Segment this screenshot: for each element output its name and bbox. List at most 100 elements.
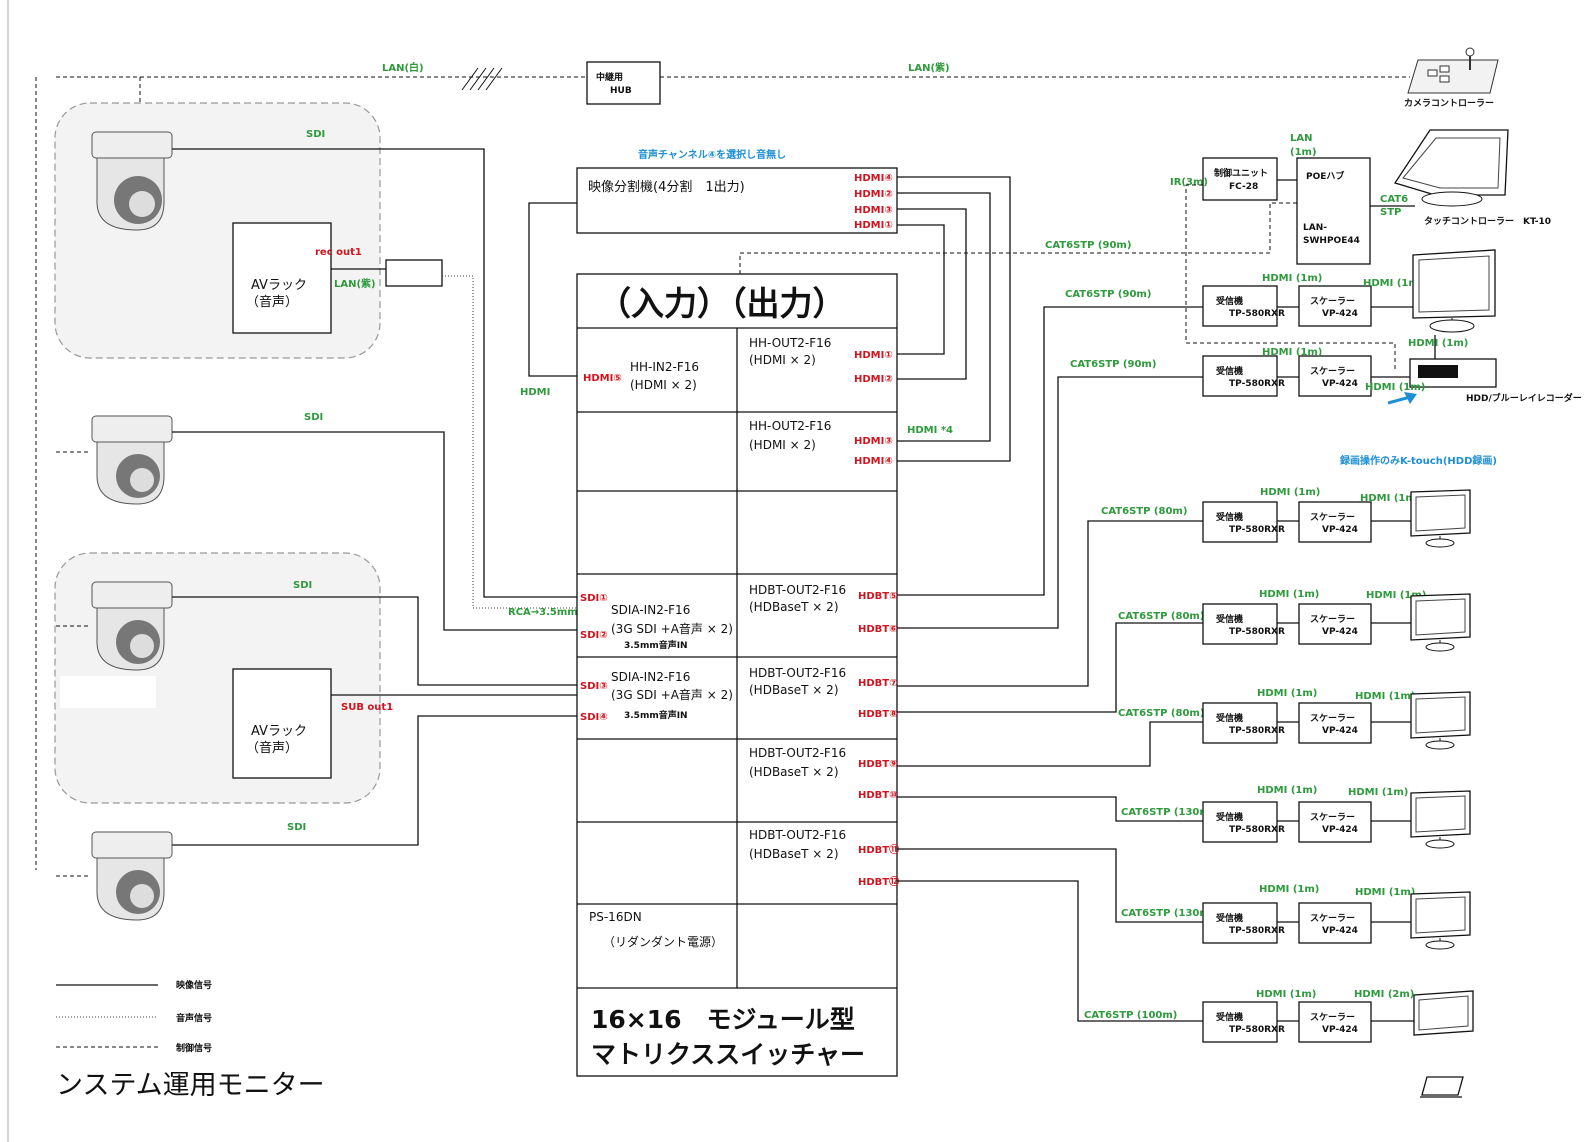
device-icon <box>1420 1076 1464 1098</box>
sdia2-sub: (3G SDI +A音声 × 2) <box>611 687 733 702</box>
hdd-label: HDD/ブルーレイレコーダー <box>1466 392 1582 404</box>
sdia2-port-2: SDI④ <box>580 712 608 723</box>
camera-wiring: SDI SDI SDI SDI rec out1 LAN(紫) RCA→3.5m… <box>172 129 578 846</box>
av-rack-2 <box>232 668 332 779</box>
footer-title: ンステム運用モニター <box>56 1070 325 1101</box>
receiver-label: 受信機 <box>1216 511 1243 523</box>
av-rack-1 <box>232 222 332 334</box>
cable-label: CAT6STP (80m) <box>1118 611 1204 622</box>
sdia1-port-1: SDI① <box>580 593 608 604</box>
hdbt-port-10: HDBT⑩ <box>858 790 898 801</box>
sdia2-name: SDIA-IN2-F16 <box>611 670 690 684</box>
hdbt2-name: HDBT-OUT2-F16 <box>749 666 846 680</box>
lan-white-label: LAN(白) <box>382 61 424 74</box>
hdbt3-name: HDBT-OUT2-F16 <box>749 746 846 760</box>
hdbt4-sub: (HDBaseT × 2) <box>749 847 839 861</box>
receiver-label: 受信機 <box>1216 613 1243 625</box>
cable-label: CAT6STP (80m) <box>1101 506 1187 517</box>
redaction-box <box>60 676 156 708</box>
splitter-port-2: HDMI② <box>854 189 893 200</box>
control-line-matrix <box>739 252 1200 274</box>
hdbt4-name: HDBT-OUT2-F16 <box>749 828 846 842</box>
sdia1-sub: (3G SDI +A音声 × 2) <box>611 621 733 636</box>
av-rack-1-label: AVラック <box>251 278 307 293</box>
receiver-chain-7: CAT6STP (130m) 受信機 TP-580RXR スケーラー VP-42… <box>897 848 1471 950</box>
hub-label-2: HUB <box>610 86 632 96</box>
lan-1m-label-2: (1m) <box>1290 147 1317 158</box>
matrix-switcher: （入力）（出力） HDMI⑤ HH-IN2-F16 (HDMI × 2) HH-… <box>576 273 899 1077</box>
hdbt1-name: HDBT-OUT2-F16 <box>749 583 846 597</box>
cable-label: CAT6STP (90m) <box>1065 289 1151 300</box>
lan-purple-rack-label: LAN(紫) <box>334 277 376 290</box>
hdmi-in-label: HDMI (1m) <box>1262 347 1322 358</box>
lan-network: LAN(白) LAN(紫) 中継用 HUB カメラコントローラー <box>35 47 1499 870</box>
legend-audio: 音声信号 <box>176 1012 212 1024</box>
cat6stp-control-label: CAT6STP (90m) <box>1045 240 1131 251</box>
scaler-model: VP-424 <box>1322 627 1358 637</box>
hdd-hdmi-label: HDMI (1m) <box>1408 338 1468 349</box>
receiver-label: 受信機 <box>1216 811 1243 823</box>
hdmi-in-label: HDMI (1m) <box>1256 989 1316 1000</box>
hh-out1-port-2: HDMI② <box>854 374 893 385</box>
ptz-camera-icon <box>91 131 173 231</box>
hdmi-in-label: HDMI (1m) <box>1257 688 1317 699</box>
hdbt1-sub: (HDBaseT × 2) <box>749 600 839 614</box>
lan-1m-label-1: LAN <box>1290 133 1312 144</box>
ptz-camera-icon <box>91 581 173 671</box>
hh-in-sub: (HDMI × 2) <box>630 378 697 392</box>
receiver-model: TP-580RXR <box>1229 379 1285 389</box>
hdmi-out-label: HDMI (1m) <box>1355 691 1415 702</box>
hdmi-x4-label: HDMI *4 <box>907 425 953 436</box>
legend-video: 映像信号 <box>176 979 212 991</box>
scaler-label: スケーラー <box>1310 812 1355 823</box>
hh-out2-name: HH-OUT2-F16 <box>749 419 831 433</box>
hdmi-in-label: HDMI (1m) <box>1262 273 1322 284</box>
hdmi-out-label: HDMI (1m) <box>1348 787 1408 798</box>
receiver-chain-8: CAT6STP (100m) 受信機 TP-580RXR スケーラー VP-42… <box>897 880 1474 1043</box>
hdmi-in-label: HDMI (1m) <box>1260 487 1320 498</box>
scaler-model: VP-424 <box>1322 379 1358 389</box>
hdmi-label: HDMI <box>520 387 550 398</box>
scaler-model: VP-424 <box>1322 525 1358 535</box>
hdbt2-sub: (HDBaseT × 2) <box>749 683 839 697</box>
scaler-label: スケーラー <box>1310 713 1355 724</box>
ptz-camera-icon <box>91 831 173 921</box>
scaler-model: VP-424 <box>1322 726 1358 736</box>
receiver-label: 受信機 <box>1216 712 1243 724</box>
control-unit-label-1: 制御ユニット <box>1214 167 1268 179</box>
sdia2-note: 3.5mm音声IN <box>624 709 688 721</box>
hh-in-name: HH-IN2-F16 <box>630 360 699 374</box>
hdmi-in-label: HDMI (1m) <box>1259 884 1319 895</box>
rca-label: RCA→3.5mm <box>508 607 578 618</box>
hdbt-port-6: HDBT⑥ <box>858 624 898 635</box>
scaler-model: VP-424 <box>1322 825 1358 835</box>
receiver-chain-3: CAT6STP (80m) 受信機 TP-580RXR スケーラー VP-424… <box>897 487 1471 687</box>
hub-label-1: 中継用 <box>596 71 623 83</box>
sdi-label-3: SDI <box>293 580 312 591</box>
receiver-model: TP-580RXR <box>1229 525 1285 535</box>
receiver-model: TP-580RXR <box>1229 825 1285 835</box>
scaler-model: VP-424 <box>1322 1025 1358 1035</box>
receiver-chain-2: CAT6STP (90m) 受信機 TP-580RXR スケーラー VP-424… <box>897 347 1425 629</box>
sdia2-port-1: SDI③ <box>580 681 608 692</box>
hdbt-port-9: HDBT⑨ <box>858 759 898 770</box>
hdmi-out-label: HDMI (1m) <box>1360 493 1420 504</box>
poe-hub <box>1296 157 1371 265</box>
hdmi-in-label: HDMI (1m) <box>1259 589 1319 600</box>
audio-channel-note: 音声チャンネル④を選択し音無し <box>638 148 786 161</box>
poe-hub-label-3: SWHPOE44 <box>1303 236 1360 246</box>
av-rack-2-sub: （音声） <box>246 740 298 756</box>
hdbt-port-5: HDBT⑤ <box>858 591 898 602</box>
splitter-port-1: HDMI④ <box>854 173 893 184</box>
hdbt3-sub: (HDBaseT × 2) <box>749 765 839 779</box>
hh-out1-sub: (HDMI × 2) <box>749 353 816 367</box>
hh-out2-sub: (HDMI × 2) <box>749 438 816 452</box>
scaler-label: スケーラー <box>1310 913 1355 924</box>
hdmi-out-label: HDMI (2m) <box>1354 989 1414 1000</box>
cable-label: CAT6STP (90m) <box>1070 359 1156 370</box>
splitter-port-3: HDMI③ <box>854 205 893 216</box>
camera-controller-label: カメラコントローラー <box>1404 98 1494 109</box>
hh-out2-port-2: HDMI④ <box>854 456 893 467</box>
receiver-model: TP-580RXR <box>1229 1025 1285 1035</box>
receiver-label: 受信機 <box>1216 295 1243 307</box>
